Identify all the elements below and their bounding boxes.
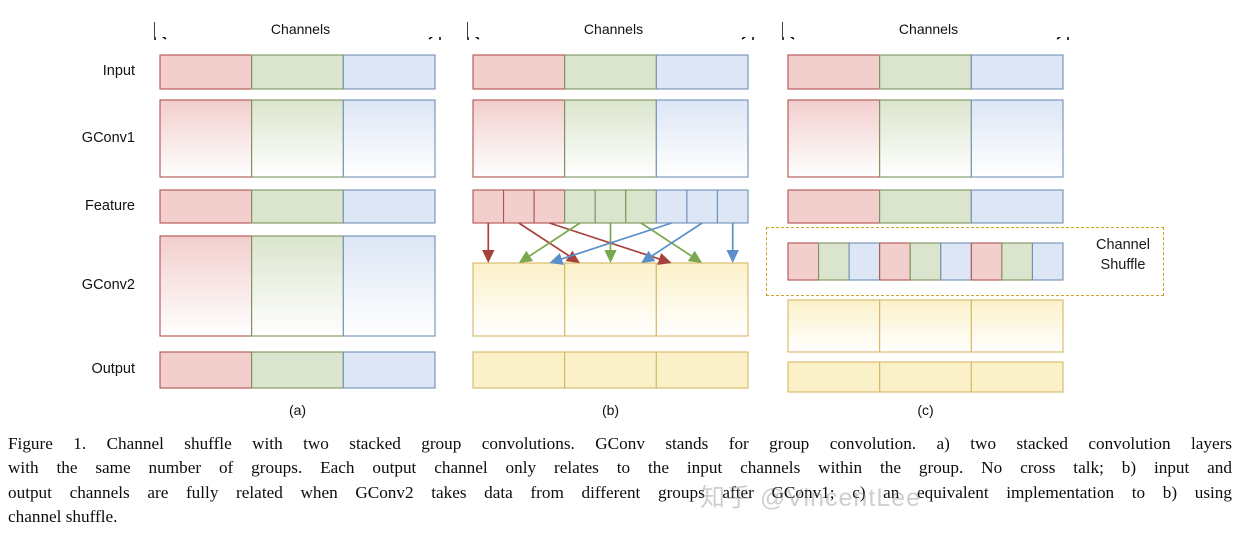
cell-b-gconv2-2 [655,262,749,337]
cell-b-output-1 [564,351,657,389]
shuffle-arrow-3-to-1 [518,222,581,263]
row-label-gconv2: GConv2 [81,277,135,293]
cell-a-gconv1-green [251,99,344,178]
cell-b-input-green [564,54,657,90]
cell-c-shuffle-1-green [818,242,850,281]
row-label-output: Output [91,361,135,377]
caption-line-4: channel shuffle. [8,507,118,527]
panel-label-a: (a) [288,402,307,418]
shuffle-arrow-6-to-2 [549,222,672,265]
cell-b-input-blue [655,54,749,90]
cell-b-feature-red-1 [503,189,535,224]
panel-label-b: (b) [601,402,620,418]
cell-b-output-2 [655,351,749,389]
shuffle-arrow-1-to-3 [518,222,580,263]
cell-a-gconv1-red [159,99,253,178]
shuffle-arrow-8-to-8 [726,223,739,263]
cell-c-feature-green [879,189,972,224]
cell-c-gconv2-1 [879,299,972,353]
cell-b-feature-green-0 [564,189,596,224]
cell-c-gconv1-red [787,99,881,178]
panel-label-c: (c) [917,402,934,418]
channels-label-panel-c: Channels [783,21,1074,37]
channel-shuffle-arrows [482,222,739,265]
channel-shuffle-box [766,227,1164,296]
cell-b-input-red [472,54,566,90]
cell-b-feature-green-2 [625,189,657,224]
cell-c-output-1 [879,361,972,393]
cell-a-gconv2-red [159,235,253,337]
cell-a-output-red [159,351,253,389]
cell-a-input-green [251,54,344,90]
cell-c-gconv1-blue [970,99,1064,178]
cell-c-shuffle-0-red [787,242,820,281]
cell-a-output-green [251,351,344,389]
cell-c-feature-red [787,189,881,224]
shuffle-arrow-5-to-7 [640,222,703,263]
caption-line-3: output channels are fully related when G… [8,482,1232,502]
cell-c-gconv1-green [879,99,972,178]
cell-c-shuffle-6-red [970,242,1003,281]
cell-c-output-0 [787,361,881,393]
cell-c-shuffle-7-green [1001,242,1033,281]
figure-caption: Figure 1. Channel shuffle with two stack… [8,432,1232,530]
cell-a-feature-green [251,189,344,224]
cell-b-output-0 [472,351,566,389]
cell-b-feature-red-0 [472,189,505,224]
cell-c-input-red [787,54,881,90]
cell-c-output-2 [970,361,1064,393]
cell-c-shuffle-3-red [879,242,911,281]
cell-b-gconv2-1 [564,262,657,337]
channels-label-panel-a: Channels [155,21,446,37]
cell-a-input-blue [342,54,436,90]
caption-line-1: Figure 1. Channel shuffle with two stack… [8,434,1232,453]
row-label-feature: Feature [85,197,135,214]
shuffle-arrow-7-to-5 [641,222,703,263]
figure-svg [154,22,1069,393]
cell-c-gconv2-2 [970,299,1064,353]
cell-b-feature-blue-1 [686,189,718,224]
cell-c-input-blue [970,54,1064,90]
cell-c-feature-blue [970,189,1064,224]
cell-a-gconv1-blue [342,99,436,178]
cell-c-input-green [879,54,972,90]
cell-b-feature-red-2 [533,189,566,224]
channel-shuffle-line-1: Channel [1095,237,1150,253]
cell-c-shuffle-5-blue [940,242,972,281]
cell-b-feature-green-1 [594,189,627,224]
shuffle-arrow-2-to-6 [549,222,672,265]
row-label-gconv1: GConv1 [81,129,135,146]
caption-line-2: with the same number of groups. Each out… [8,458,1232,478]
cell-b-gconv1-blue [655,99,749,178]
cell-c-shuffle-8-blue [1031,242,1064,281]
cell-a-input-red [159,54,253,90]
cell-b-gconv1-red [472,99,566,178]
cell-c-shuffle-4-green [909,242,942,281]
cell-b-gconv2-0 [472,262,566,337]
cell-c-shuffle-2-blue [848,242,881,281]
cell-a-gconv2-green [251,235,344,337]
channel-shuffle-line-2: Shuffle [1100,256,1146,273]
cell-a-feature-red [159,189,253,224]
cell-a-gconv2-blue [342,235,436,337]
shuffle-arrow-0-to-0 [482,223,495,263]
cell-c-gconv2-0 [787,299,881,353]
cell-a-output-blue [342,351,436,389]
row-label-input: Input [102,63,135,79]
channels-label-panel-b: Channels [468,21,759,37]
shuffle-arrow-4-to-4 [604,223,617,263]
cell-b-feature-blue-2 [716,189,749,224]
cell-b-feature-blue-0 [655,189,688,224]
cell-a-feature-blue [342,189,436,224]
cell-b-gconv1-green [564,99,657,178]
